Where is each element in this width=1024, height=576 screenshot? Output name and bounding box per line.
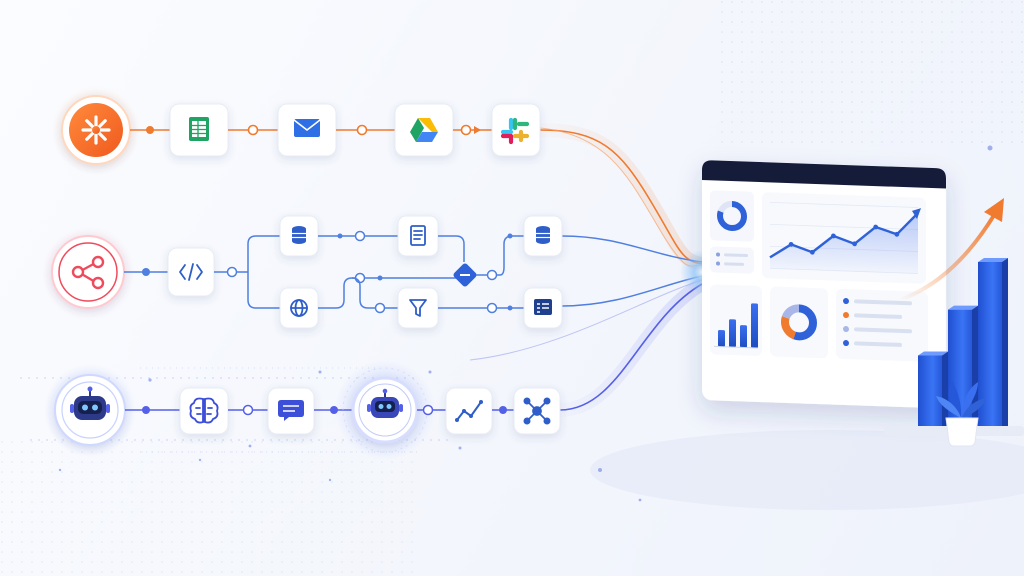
growth-bar-side xyxy=(972,305,978,432)
webhook-flow-row xyxy=(42,215,563,329)
analytics-dashboard xyxy=(702,160,946,409)
legend-line xyxy=(854,313,902,319)
legend-line xyxy=(854,327,912,334)
line-chart-point xyxy=(788,241,794,247)
ai-flow-row xyxy=(20,145,993,502)
growth-bar-side xyxy=(1002,258,1008,432)
growth-arrow xyxy=(898,210,998,302)
line-chart-area xyxy=(770,213,918,274)
line-chart-arrowhead xyxy=(912,208,921,220)
grid-line xyxy=(770,201,918,208)
growth-arrow-head xyxy=(984,198,1004,222)
stat-card xyxy=(710,246,754,274)
donut-small-chart xyxy=(717,201,747,232)
line-chart-point xyxy=(894,231,900,237)
line-chart-point xyxy=(852,241,857,247)
database-icon xyxy=(536,226,550,244)
zapier-flow-row xyxy=(52,86,541,174)
legend-dot xyxy=(843,312,849,319)
donut-chart xyxy=(781,304,817,341)
dot-texture xyxy=(720,0,1024,150)
legend-line xyxy=(854,341,902,347)
bar-chart-bar xyxy=(751,303,758,348)
growth-bar-top xyxy=(978,258,1008,262)
chat-icon xyxy=(278,400,304,421)
database-icon xyxy=(292,226,306,244)
filter-node[interactable] xyxy=(397,287,439,329)
potted-plant xyxy=(936,380,986,447)
floor-reflection xyxy=(590,430,1024,510)
legend-list xyxy=(843,298,912,347)
network-icon xyxy=(523,397,551,425)
legend-dot xyxy=(843,298,849,305)
code-icon xyxy=(179,263,203,281)
robot-icon xyxy=(367,388,403,418)
mail-icon xyxy=(293,119,321,137)
slack-node[interactable] xyxy=(491,103,541,157)
donut-card xyxy=(710,190,754,242)
growth-bar xyxy=(918,355,942,432)
document-icon xyxy=(410,225,426,246)
robot-icon xyxy=(70,386,110,420)
line-chart-point xyxy=(809,249,815,255)
globe-icon xyxy=(290,299,308,317)
donut-chart-card xyxy=(770,286,828,359)
donut-segment xyxy=(781,304,817,341)
document-node[interactable] xyxy=(397,215,439,257)
legend-dot xyxy=(843,326,849,333)
connection-beams xyxy=(469,123,724,417)
growth-bar xyxy=(978,262,1002,432)
share-nodes-icon xyxy=(71,255,105,290)
dashboard-title-bar xyxy=(702,160,946,189)
line-chart xyxy=(769,201,921,274)
line-chart-series xyxy=(769,212,919,259)
google-sheets-icon xyxy=(189,117,209,141)
google-drive-node[interactable] xyxy=(394,103,454,157)
trend-node[interactable] xyxy=(445,387,493,435)
brain-icon xyxy=(189,397,219,424)
line-chart-point xyxy=(831,233,836,239)
bar-chart-bar xyxy=(729,319,736,348)
bar-chart xyxy=(714,303,758,349)
slack-icon xyxy=(500,117,530,145)
growth-bar-top xyxy=(918,351,948,356)
donut-segment xyxy=(781,304,817,341)
bar-chart-bar xyxy=(740,325,747,348)
filter-icon xyxy=(409,299,427,317)
webhook-trigger-node[interactable] xyxy=(58,242,118,302)
grid-line xyxy=(770,223,918,230)
trend-line-icon xyxy=(455,400,483,422)
list-card-icon xyxy=(534,299,552,315)
legend-line xyxy=(854,299,912,306)
growth-bars xyxy=(884,198,1024,436)
legend-card xyxy=(836,288,928,362)
legend-dot xyxy=(843,340,849,347)
google-drive-icon xyxy=(410,118,438,142)
growth-bar-side xyxy=(942,351,948,432)
bar-chart-baseline xyxy=(714,345,758,349)
dot-texture xyxy=(0,440,420,576)
growth-bar-top xyxy=(948,305,978,310)
line-chart-point xyxy=(873,224,879,230)
bar-chart-bar xyxy=(718,329,725,347)
